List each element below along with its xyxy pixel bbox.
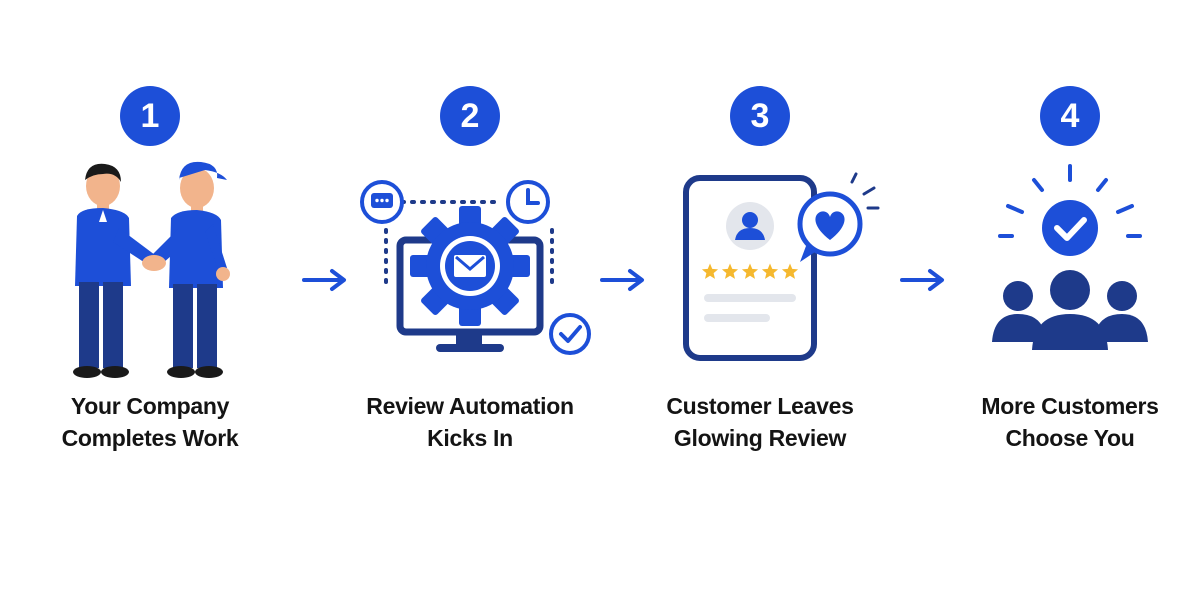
envelope-icon xyxy=(454,255,486,277)
step-label-line: Kicks In xyxy=(427,425,513,451)
arrow-right-icon xyxy=(900,269,944,291)
clock-icon xyxy=(506,180,550,224)
automation-gear-icon xyxy=(360,180,591,355)
step-label: More Customers Choose You xyxy=(940,390,1200,454)
text-placeholder-line xyxy=(704,294,796,302)
right-worker-figure xyxy=(147,161,230,378)
clasped-hands xyxy=(142,255,166,271)
step-number-badge: 4 xyxy=(1040,86,1100,146)
step-3: 3 Customer Leaves Glowing Review xyxy=(630,0,890,600)
check-circle-icon xyxy=(1042,200,1098,256)
step-label-line: Completes Work xyxy=(61,425,239,451)
step-number-badge: 2 xyxy=(440,86,500,146)
step-number-badge: 1 xyxy=(120,86,180,146)
star-icon xyxy=(721,263,739,279)
avatar-icon xyxy=(726,202,774,250)
customers-group-icon xyxy=(992,164,1148,350)
step-label-line: Choose You xyxy=(1005,425,1135,451)
star-icon xyxy=(781,263,799,279)
step-label-line: Review Automation xyxy=(366,393,574,419)
review-card-icon xyxy=(683,172,880,361)
step-label: Review Automation Kicks In xyxy=(340,390,600,454)
gear-icon xyxy=(410,206,530,326)
step-label-line: Your Company xyxy=(70,393,230,419)
step-label: Customer Leaves Glowing Review xyxy=(630,390,890,454)
step-number-badge: 3 xyxy=(730,86,790,146)
chat-bubble-icon xyxy=(360,180,404,224)
handshake-icon xyxy=(73,161,230,378)
heart-bubble-icon xyxy=(797,191,863,262)
star-icon xyxy=(701,263,719,279)
arrow-right-icon xyxy=(302,269,346,291)
step-label: Your Company Completes Work xyxy=(20,390,280,454)
people-icon xyxy=(992,270,1148,350)
step-label-line: Glowing Review xyxy=(673,425,847,451)
text-placeholder-line xyxy=(704,314,770,322)
check-circle-icon xyxy=(549,313,591,355)
arrow-right-icon xyxy=(600,269,644,291)
step-label-line: More Customers xyxy=(981,393,1159,419)
sparkle-lines xyxy=(850,172,880,210)
star-icon xyxy=(761,263,779,279)
star-icon xyxy=(741,263,759,279)
step-1: 1 xyxy=(20,0,280,600)
rating-stars xyxy=(701,263,799,279)
step-2: 2 xyxy=(340,0,600,600)
step-label-line: Customer Leaves xyxy=(666,393,854,419)
left-worker-figure xyxy=(73,163,159,378)
step-4: 4 More Customers Choose You xyxy=(940,0,1200,600)
burst-lines xyxy=(998,164,1142,238)
